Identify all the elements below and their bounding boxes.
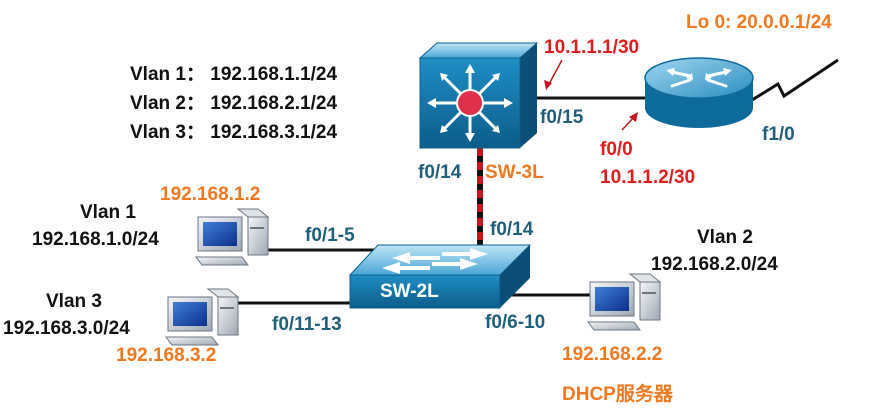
sw3l-downlink-port-label: f0/14 bbox=[418, 162, 462, 183]
dhcp-server-label: DHCP服务器 bbox=[562, 384, 673, 405]
router-icon[interactable] bbox=[644, 57, 754, 128]
pointer-arrows bbox=[544, 59, 638, 131]
pc2-network-label: 192.168.2.0/24 bbox=[651, 254, 778, 275]
pc3-vlan-label: Vlan 3 bbox=[46, 291, 102, 312]
pc2-vlan-label: Vlan 2 bbox=[697, 227, 753, 248]
pc2-ip-label: 192.168.2.2 bbox=[562, 344, 663, 365]
vlan2-gateway-label: Vlan 2： 192.168.2.1/24 bbox=[130, 93, 338, 114]
pc3-ip-label: 192.168.3.2 bbox=[116, 345, 217, 366]
router-ip-label: 10.1.1.2/30 bbox=[600, 167, 696, 188]
layer3-switch-icon[interactable] bbox=[418, 42, 539, 149]
sw3l-name-label: SW-3L bbox=[485, 162, 544, 183]
router-port-label: f0/0 bbox=[600, 139, 633, 160]
sw2l-vlan2-ports-label: f0/6-10 bbox=[485, 312, 546, 333]
router-wan-port-label: f1/0 bbox=[762, 124, 795, 145]
layer2-switch-icon[interactable] bbox=[348, 244, 532, 309]
vlan1-gateway-label: Vlan 1： 192.168.1.1/24 bbox=[130, 64, 338, 85]
pc-icon[interactable] bbox=[587, 273, 662, 331]
pc3-network-label: 192.168.3.0/24 bbox=[3, 318, 130, 339]
pc1-vlan-label: Vlan 1 bbox=[80, 202, 136, 223]
pc-icon[interactable] bbox=[165, 288, 240, 346]
serial-link-icon bbox=[751, 58, 839, 102]
loopback-label: Lo 0: 20.0.0.1/24 bbox=[686, 12, 832, 33]
sw3l-uplink-port-label: f0/15 bbox=[540, 107, 584, 128]
sw3l-ip-label: 10.1.1.1/30 bbox=[544, 37, 640, 58]
links bbox=[232, 58, 839, 305]
sw2l-uplink-port-label: f0/14 bbox=[490, 219, 534, 240]
sw2l-name-label: SW-2L bbox=[380, 281, 439, 302]
pc1-ip-label: 192.168.1.2 bbox=[160, 184, 261, 205]
pc1-network-label: 192.168.1.0/24 bbox=[32, 229, 159, 250]
sw2l-vlan3-ports-label: f0/11-13 bbox=[272, 314, 342, 335]
vlan3-gateway-label: Vlan 3： 192.168.3.1/24 bbox=[130, 122, 338, 143]
sw2l-vlan1-ports-label: f0/1-5 bbox=[305, 225, 355, 246]
pc-icon[interactable] bbox=[195, 208, 270, 266]
